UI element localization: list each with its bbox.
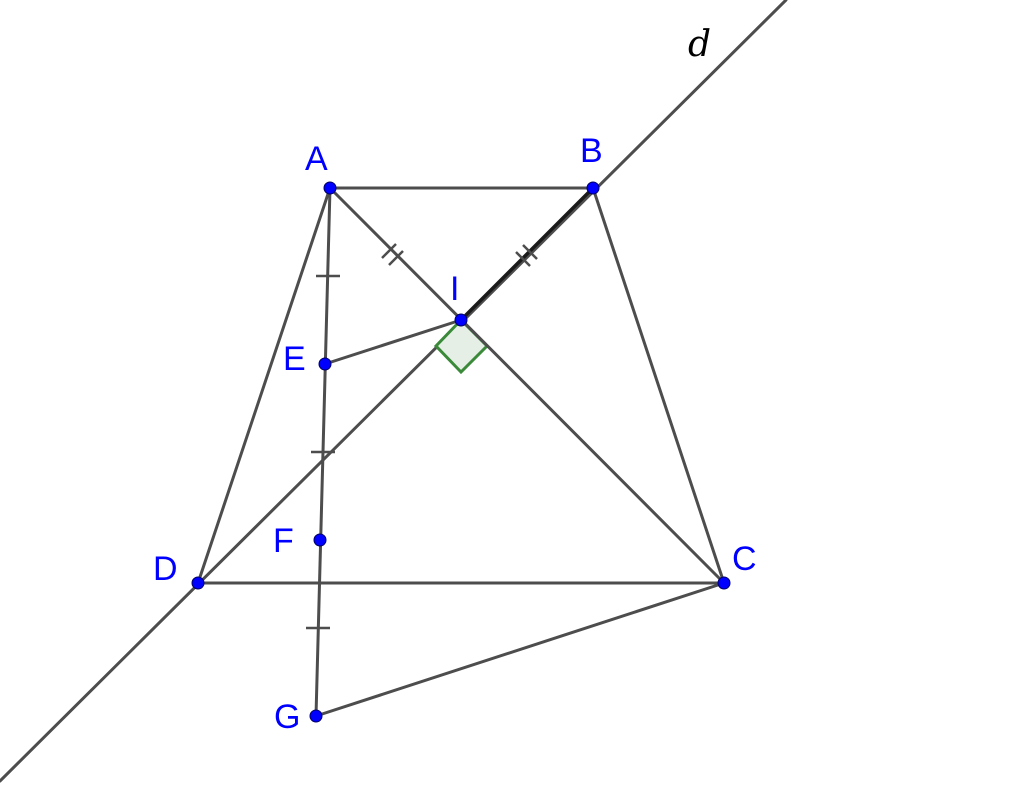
- label-G: G: [274, 698, 300, 736]
- line-d-label: d: [688, 24, 711, 65]
- segment-EI[interactable]: [323, 318, 463, 366]
- line-d[interactable]: [0, 0, 788, 783]
- point-E[interactable]: [318, 357, 332, 371]
- label-D: D: [153, 550, 178, 588]
- label-I: I: [450, 270, 459, 308]
- point-I[interactable]: [454, 313, 468, 327]
- segment-BC[interactable]: [591, 186, 726, 585]
- label-F: F: [273, 522, 294, 560]
- right-angle-marker-icon: [433, 317, 490, 375]
- point-F[interactable]: [313, 533, 327, 547]
- segment-AC[interactable]: [328, 186, 726, 585]
- segment-GC[interactable]: [314, 581, 726, 718]
- double-tick-AI-icon: [381, 243, 404, 266]
- point-C[interactable]: [717, 576, 731, 590]
- segment-IB[interactable]: [459, 186, 595, 322]
- point-D[interactable]: [191, 576, 205, 590]
- label-A: A: [305, 140, 328, 178]
- point-G[interactable]: [309, 709, 323, 723]
- double-tick-IB-icon: [515, 244, 538, 267]
- point-A[interactable]: [323, 181, 337, 195]
- segment-AD[interactable]: [196, 186, 332, 585]
- point-B[interactable]: [586, 181, 600, 195]
- label-C: C: [732, 540, 757, 578]
- label-B: B: [580, 132, 603, 170]
- label-E: E: [283, 340, 306, 378]
